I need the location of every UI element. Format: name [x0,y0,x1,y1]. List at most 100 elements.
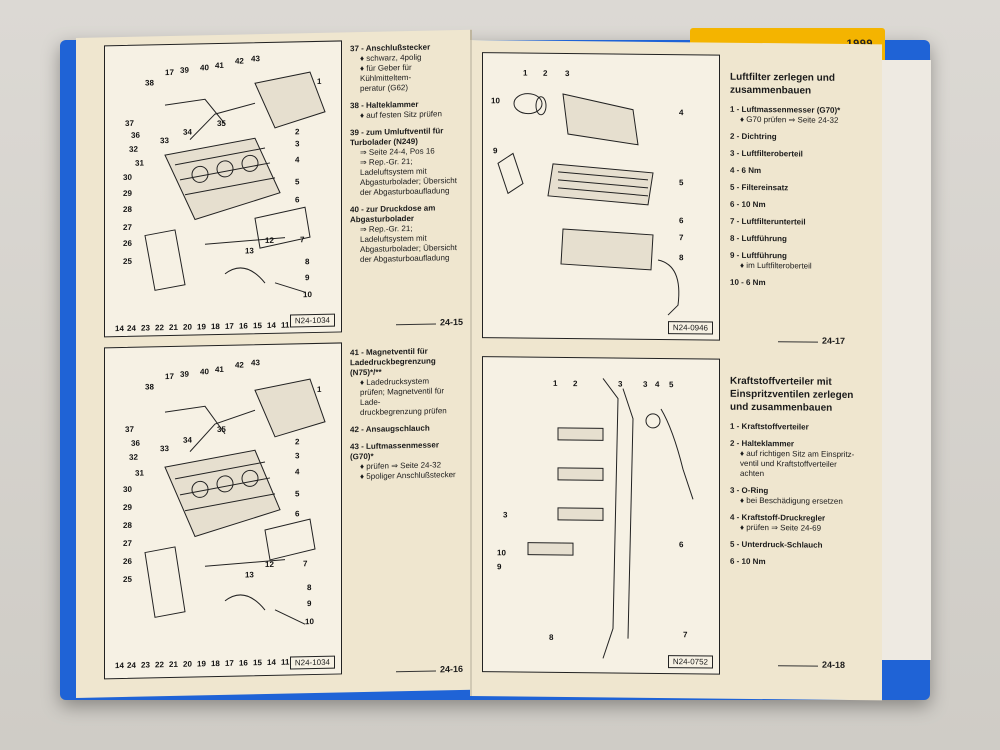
svg-text:8: 8 [549,633,554,642]
svg-text:14: 14 [115,324,124,333]
legend-item: 37 - Anschlußstecker ♦ schwarz, 4polig ♦… [350,42,464,94]
legend-title: 39 - zum Umluftventil für Turbolader (N2… [350,126,444,148]
figure-id: N24-0946 [667,321,713,335]
svg-text:31: 31 [135,469,144,478]
svg-text:6: 6 [679,216,684,225]
svg-text:5: 5 [679,178,684,187]
legend-title: 5 - Unterdruck-Schlauch [730,539,823,550]
page-rule [778,665,818,667]
svg-text:10: 10 [497,548,506,557]
svg-text:7: 7 [679,233,684,242]
legend-sub: ♦ auf festen Sitz prüfen [360,109,442,121]
svg-text:15: 15 [253,321,262,330]
legend-item: 2 - Halteklammer ♦ auf richtigen Sitz am… [730,439,870,480]
legend-item: 4 - 6 Nm [730,166,870,177]
svg-text:5: 5 [295,489,300,498]
svg-text:1: 1 [523,69,528,78]
legend-item: 10 - 6 Nm [730,278,870,289]
svg-text:39: 39 [180,66,189,75]
svg-text:22: 22 [155,660,164,669]
svg-text:30: 30 [123,485,132,494]
legend-item: 4 - Kraftstoff-Druckregler ♦ prüfen ⇒ Se… [730,513,870,534]
svg-text:8: 8 [307,583,312,592]
svg-text:13: 13 [245,246,254,255]
svg-text:20: 20 [183,660,192,669]
svg-text:42: 42 [235,360,244,369]
legend-title: 4 - 6 Nm [730,165,762,176]
svg-text:42: 42 [235,56,244,65]
page-number: 24-17 [822,335,846,346]
svg-text:20: 20 [183,323,192,332]
svg-text:22: 22 [155,323,164,332]
svg-text:17: 17 [225,322,234,331]
svg-text:7: 7 [303,559,308,568]
legend-title: 6 - 10 Nm [730,199,766,210]
figure-id: N24-0752 [667,655,713,669]
svg-text:34: 34 [183,436,192,445]
legend-item: 2 - Dichtring [730,132,870,143]
legend-title: 43 - Luftmassenmesser (G70)* [350,440,439,462]
svg-text:1: 1 [553,379,558,388]
svg-text:38: 38 [145,78,154,87]
svg-text:6: 6 [295,195,300,204]
figure-id: N24-1034 [289,655,335,670]
svg-text:18: 18 [211,322,220,331]
page-number: 24-16 [440,663,464,675]
svg-text:32: 32 [129,453,138,462]
svg-text:10: 10 [305,617,314,626]
left-top-legend: 37 - Anschlußstecker ♦ schwarz, 4polig ♦… [350,42,464,272]
legend-sub: ♦ bei Beschädigung ersetzen [740,495,843,506]
legend-sub: druckbegrenzung prüfen [360,406,447,418]
legend-title: 2 - Dichtring [730,131,777,142]
svg-text:29: 29 [123,189,132,198]
legend-item: 9 - Luftführung ♦ im Luftfilteroberteil [730,251,870,272]
svg-text:7: 7 [300,235,305,244]
legend-sub: ♦ 5poliger Anschlußstecker [360,470,456,482]
legend-item: 1 - Kraftstoffverteiler [730,422,870,433]
legend-title: 41 - Magnetventil für Ladedruckbegrenzun… [350,346,436,378]
svg-text:35: 35 [217,425,226,434]
legend-item: 42 - Ansaugschlauch [350,423,464,435]
svg-text:27: 27 [123,223,132,232]
svg-text:5: 5 [295,177,300,186]
svg-text:6: 6 [295,509,300,518]
svg-text:4: 4 [295,467,300,476]
legend-item: 5 - Unterdruck-Schlauch [730,540,870,551]
svg-text:11: 11 [281,321,290,330]
svg-text:37: 37 [125,119,134,128]
svg-text:37: 37 [125,425,134,434]
svg-text:14: 14 [115,661,124,670]
legend-item: 43 - Luftmassenmesser (G70)* ♦ prüfen ⇒ … [350,440,464,482]
svg-text:16: 16 [239,658,248,667]
legend-item: 3 - Luftfilteroberteil [730,149,870,160]
legend-item: 5 - Filtereinsatz [730,183,870,194]
legend-sub: ♦ für Geber für Kühlmitteltem- [360,62,412,84]
svg-text:21: 21 [169,660,178,669]
right-bottom-legend: Kraftstoffverteiler mit Einspritzventile… [730,375,870,575]
legend-title: 1 - Kraftstoffverteiler [730,421,809,432]
svg-text:17: 17 [165,68,174,77]
legend-title: 3 - Luftfilteroberteil [730,148,803,159]
svg-text:9: 9 [493,146,498,155]
svg-text:2: 2 [543,69,548,78]
svg-text:1: 1 [317,77,322,86]
svg-text:33: 33 [160,136,169,145]
svg-text:28: 28 [123,205,132,214]
legend-sub: ⇒ Rep.-Gr. 21; Ladeluftsystem mit [360,223,427,245]
legend-title: 5 - Filtereinsatz [730,182,789,193]
svg-text:40: 40 [200,63,209,72]
svg-text:1: 1 [317,385,322,394]
legend-item: 41 - Magnetventil für Ladedruckbegrenzun… [350,346,464,418]
svg-text:13: 13 [245,570,254,579]
legend-sub: ♦ im Luftfilteroberteil [740,260,812,271]
page-rule [778,341,818,343]
svg-text:9: 9 [307,599,312,608]
svg-text:16: 16 [239,321,248,330]
legend-sub: der Abgasturboaufladung [360,186,450,198]
